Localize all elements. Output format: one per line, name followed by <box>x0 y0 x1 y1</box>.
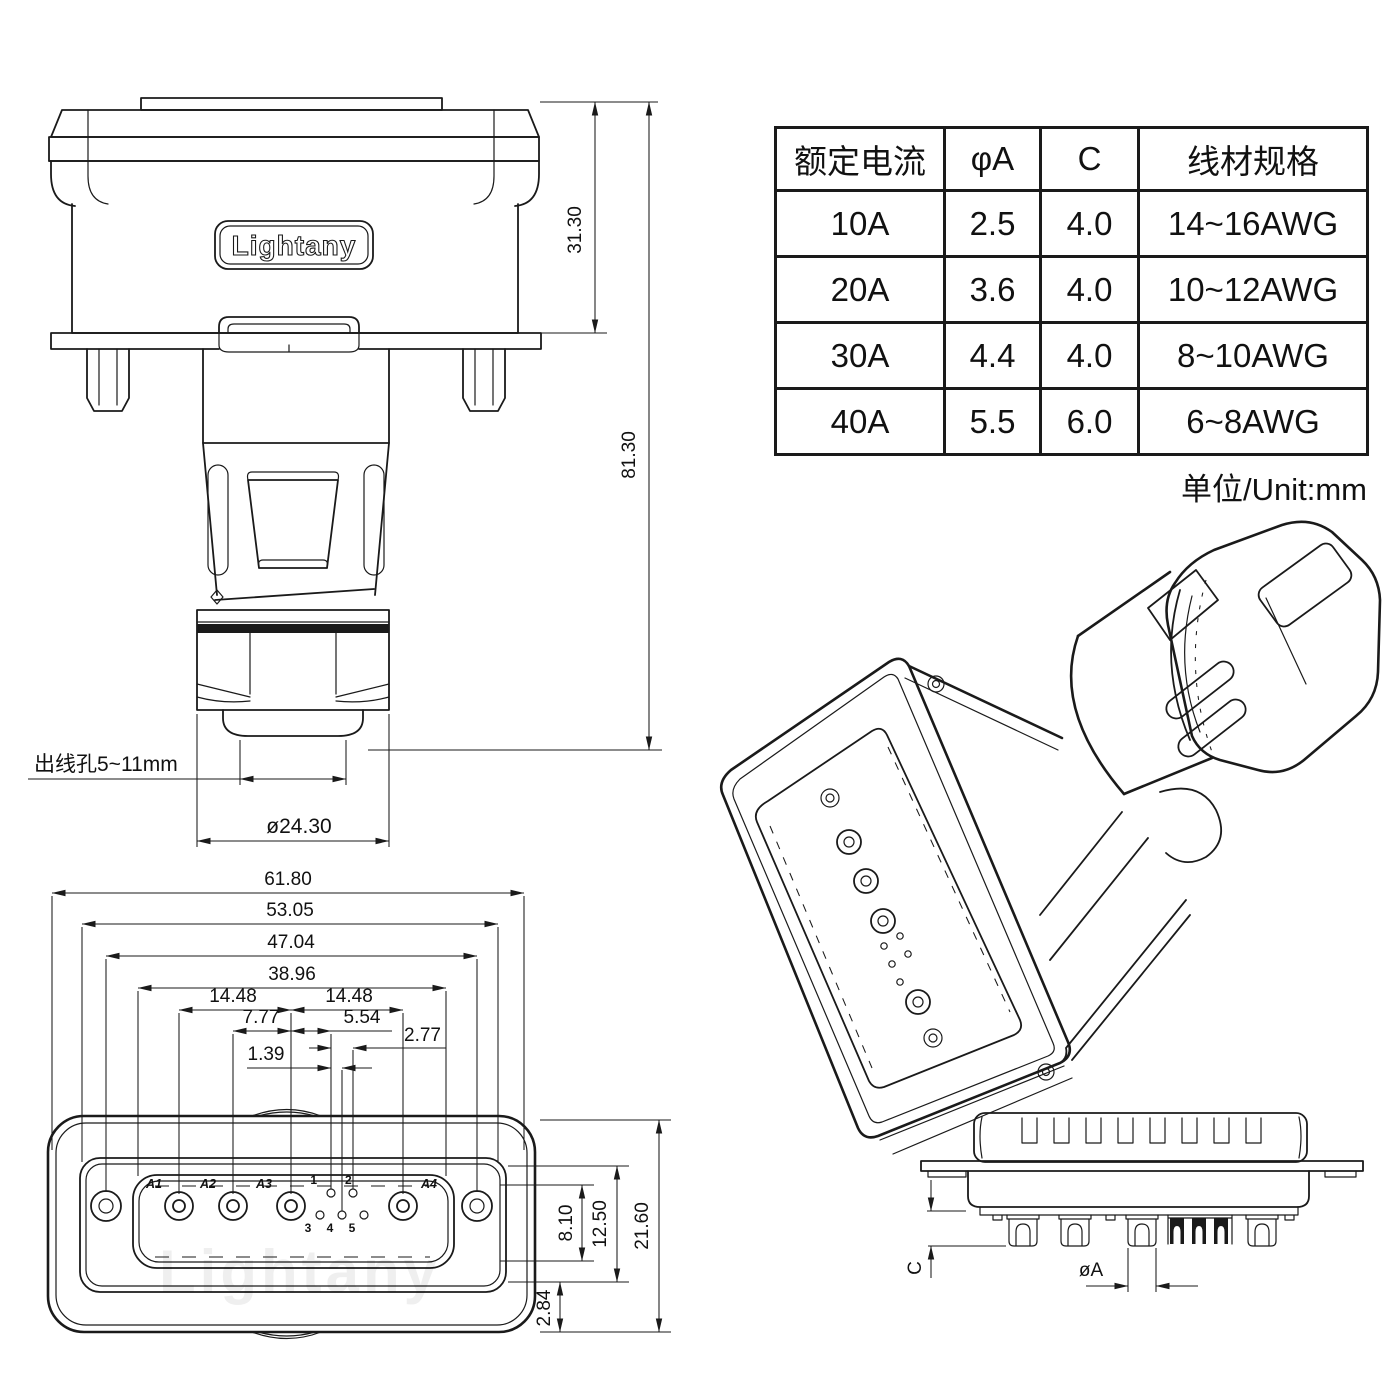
isometric-view <box>719 520 1382 1155</box>
dim-width-2: 47.04 <box>267 932 315 953</box>
svg-text:3: 3 <box>305 1221 312 1235</box>
spec-row-30a: 30A 4.4 4.0 8~10AWG <box>774 321 1369 390</box>
dim-pitch-0: 14.48 <box>209 986 257 1007</box>
svg-text:A1: A1 <box>145 1177 162 1191</box>
strain-relief <box>202 348 390 605</box>
brand-logo: Lightany <box>214 220 374 270</box>
iso-sleeve-rim <box>1069 634 1126 796</box>
iso-rear-boss <box>1159 787 1223 863</box>
svg-text:4: 4 <box>327 1221 334 1235</box>
svg-text:5: 5 <box>349 1221 356 1235</box>
dim-gland-diameter: ø24.30 <box>266 815 331 838</box>
iso-gland <box>1165 520 1382 774</box>
dim-total-height: 81.30 <box>619 431 640 479</box>
panel-flange <box>920 1160 1364 1172</box>
dim-height-3: 2.84 <box>534 1289 555 1326</box>
signal-pins: 1 2 3 4 5 <box>305 1173 369 1235</box>
jackscrew-right <box>462 348 506 412</box>
iso-pins <box>820 788 943 1048</box>
watermark: Lightany <box>159 1238 441 1305</box>
comb-slots <box>1021 1117 1262 1144</box>
spec-cell: 6.0 <box>1039 387 1140 456</box>
spec-cell: 4.0 <box>1039 321 1140 390</box>
spec-cell: 20A <box>774 255 946 324</box>
dim-pitch-1: 14.48 <box>325 986 373 1007</box>
dim-width-0: 61.80 <box>264 869 312 890</box>
dim-pitch-2: 7.77 <box>243 1007 280 1028</box>
dim-pitch-4: 2.77 <box>404 1025 441 1046</box>
spec-header-diameter: φA <box>943 126 1042 192</box>
spec-cell: 6~8AWG <box>1137 387 1369 456</box>
spec-row-20a: 20A 3.6 4.0 10~12AWG <box>774 255 1369 324</box>
dim-height-2: 21.60 <box>632 1202 653 1250</box>
dim-pin-diameter: øA <box>1079 1260 1104 1281</box>
spec-cell: 10~12AWG <box>1137 255 1369 324</box>
solder-cups-small <box>1167 1214 1233 1245</box>
spec-cell: 4.0 <box>1039 255 1140 324</box>
power-pin-A4: A4 <box>388 1177 437 1221</box>
dim-height-0: 8.10 <box>556 1205 577 1242</box>
front-dimensions: 31.30 81.30 出线孔5~11mm ø24.30 <box>28 101 662 847</box>
face-width-dimensions: 61.80 53.05 47.04 38.96 14.48 14.48 7.77… <box>51 869 525 1211</box>
spec-table: 额定电流 φA C 线材规格 10A 2.5 4.0 14~16AWG 20A … <box>774 126 1369 456</box>
thread-mark <box>210 589 224 605</box>
unit-note: 单位/Unit:mm <box>1181 472 1367 507</box>
iso-body-top-edge <box>907 664 1064 740</box>
insulator-comb <box>973 1112 1308 1163</box>
solder-cups-large <box>1006 1214 1279 1247</box>
gland-nut <box>196 609 390 711</box>
mount-hole-right <box>461 1190 493 1222</box>
svg-text:A3: A3 <box>255 1177 272 1191</box>
hood-top-strip <box>140 97 443 111</box>
connector-body-side <box>967 1170 1310 1208</box>
face-height-dimensions: 8.10 12.50 21.60 2.84 <box>500 1119 671 1333</box>
front-view: Lightany 31.30 81.30 <box>28 97 662 847</box>
spec-row-10a: 10A 2.5 4.0 14~16AWG <box>774 189 1369 258</box>
spec-cell: 4.0 <box>1039 189 1140 258</box>
spec-cell: 5.5 <box>943 387 1042 456</box>
spec-header-c: C <box>1039 126 1140 192</box>
dim-pitch-3: 5.54 <box>344 1007 381 1028</box>
dim-width-1: 53.05 <box>266 900 314 921</box>
side-dimensions: øA C <box>905 1180 1198 1292</box>
spec-cell: 4.4 <box>943 321 1042 390</box>
spec-cell: 30A <box>774 321 946 390</box>
svg-text:2: 2 <box>345 1173 352 1187</box>
dome-cap <box>222 709 364 737</box>
iso-jackscrews <box>927 675 1055 1081</box>
power-pin-A2: A2 <box>199 1177 248 1221</box>
side-view: øA C <box>905 1112 1364 1292</box>
spec-cell: 2.5 <box>943 189 1042 258</box>
spec-header-wire: 线材规格 <box>1137 126 1369 192</box>
spec-cell: 40A <box>774 387 946 456</box>
dim-width-3: 38.96 <box>268 964 316 985</box>
svg-text:A4: A4 <box>420 1177 437 1191</box>
dim-cup-length: C <box>905 1261 926 1275</box>
spec-header-current: 额定电流 <box>774 126 946 192</box>
spec-cell: 10A <box>774 189 946 258</box>
jackscrew-left <box>86 348 130 412</box>
mount-hole-left <box>90 1190 122 1222</box>
power-pin-A3: A3 <box>255 1177 306 1221</box>
spec-cell: 8~10AWG <box>1137 321 1369 390</box>
hood-tier1 <box>50 109 540 138</box>
spec-cell: 14~16AWG <box>1137 189 1369 258</box>
hood-tier2 <box>48 136 540 162</box>
spec-cell: 3.6 <box>943 255 1042 324</box>
spec-row-40a: 40A 5.5 6.0 6~8AWG <box>774 387 1369 456</box>
brand-logo-text: Lightany <box>232 230 357 261</box>
svg-text:1: 1 <box>310 1173 317 1187</box>
dim-pitch-5: 1.39 <box>248 1044 285 1065</box>
face-view: 61.80 53.05 47.04 38.96 14.48 14.48 7.77… <box>46 869 671 1340</box>
dim-height-1: 12.50 <box>590 1200 611 1248</box>
dim-cable-hole-label: 出线孔5~11mm <box>34 753 178 776</box>
svg-text:A2: A2 <box>199 1177 216 1191</box>
face-shell: A1 A2 A3 A4 1 2 3 4 5 Lightany <box>46 1108 537 1340</box>
power-pin-A1: A1 <box>145 1177 194 1221</box>
iso-d-insert <box>754 727 1023 1089</box>
dim-hood-height: 31.30 <box>565 206 586 254</box>
